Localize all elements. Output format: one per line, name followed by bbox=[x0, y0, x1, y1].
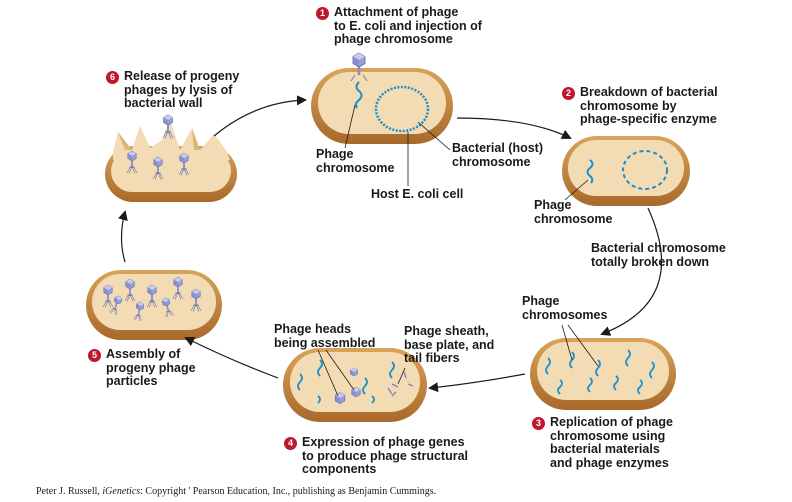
bacterial-host-chromosome-label: Bacterial (host) chromosome bbox=[452, 141, 543, 169]
step-1-line-2: to E. coli and injection of bbox=[334, 18, 482, 33]
step-4-line-1: Expression of phage genes bbox=[302, 435, 465, 449]
step-3-line-2: chromosome using bbox=[550, 428, 666, 443]
cell-assembly bbox=[86, 270, 222, 340]
phage-sheath-label: Phage sheath, base plate, and tail fiber… bbox=[404, 324, 495, 365]
cell-attachment bbox=[311, 52, 453, 186]
phage-chromosome-label-1: Phage chromosome bbox=[316, 147, 395, 175]
cell-replication bbox=[530, 324, 676, 410]
step-6-caption: 6 Release of progeny phages by lysis of … bbox=[106, 69, 240, 111]
step-5-line-1: Assembly of bbox=[106, 347, 181, 361]
step-2-line-1: Breakdown of bacterial bbox=[580, 85, 718, 99]
step-6-line-3: bacterial wall bbox=[124, 96, 203, 110]
cell-release bbox=[105, 115, 237, 202]
step-5-badge: 5 bbox=[88, 349, 101, 362]
host-ecoli-cell-label: Host E. coli cell bbox=[371, 187, 464, 201]
cycle-arrows bbox=[118, 95, 663, 393]
step-5-caption: 5 Assembly of progeny phage particles bbox=[88, 347, 196, 389]
step-2-line-2: chromosome by bbox=[580, 98, 677, 113]
bacterial-chromosome-broken-label: Bacterial chromosome totally broken down bbox=[591, 241, 726, 269]
step-1-caption: 1 Attachment of phage to E. coli and inj… bbox=[316, 5, 482, 47]
step-3-caption: 3 Replication of phage chromosome using … bbox=[532, 415, 673, 470]
copyright-credit: Peter J. Russell, iGenetics: Copyright '… bbox=[36, 486, 437, 497]
step-6-badge: 6 bbox=[106, 71, 119, 84]
step-4-line-2: to produce phage structural bbox=[302, 448, 468, 463]
step-3-line-3: bacterial materials bbox=[550, 442, 660, 456]
step-3-line-4: and phage enzymes bbox=[550, 455, 669, 470]
step-1-badge: 1 bbox=[316, 7, 329, 20]
step-3-line-1: Replication of phage bbox=[550, 415, 673, 429]
phage-chromosomes-label: Phage chromosomes bbox=[522, 294, 608, 322]
phage-heads-label: Phage heads being assembled bbox=[274, 322, 376, 350]
step-2-badge: 2 bbox=[562, 87, 575, 100]
step-1-line-3: phage chromosome bbox=[334, 32, 453, 46]
step-4-badge: 4 bbox=[284, 437, 297, 450]
cell-breakdown bbox=[562, 136, 690, 206]
step-5-line-3: particles bbox=[106, 374, 158, 388]
step-2-caption: 2 Breakdown of bacterial chromosome by p… bbox=[562, 85, 718, 127]
phage-chromosome-label-2: Phage chromosome bbox=[534, 198, 613, 226]
step-4-line-3: components bbox=[302, 462, 377, 476]
step-1-line-1: Attachment of phage bbox=[334, 5, 459, 19]
cell-expression bbox=[283, 348, 427, 422]
step-2-line-3: phage-specific enzyme bbox=[580, 112, 717, 126]
step-4-caption: 4 Expression of phage genes to produce p… bbox=[284, 435, 468, 477]
step-6-line-2: phages by lysis of bbox=[124, 82, 233, 97]
step-5-line-2: progeny phage bbox=[106, 360, 196, 375]
step-6-line-1: Release of progeny bbox=[124, 69, 240, 83]
step-3-badge: 3 bbox=[532, 417, 545, 430]
